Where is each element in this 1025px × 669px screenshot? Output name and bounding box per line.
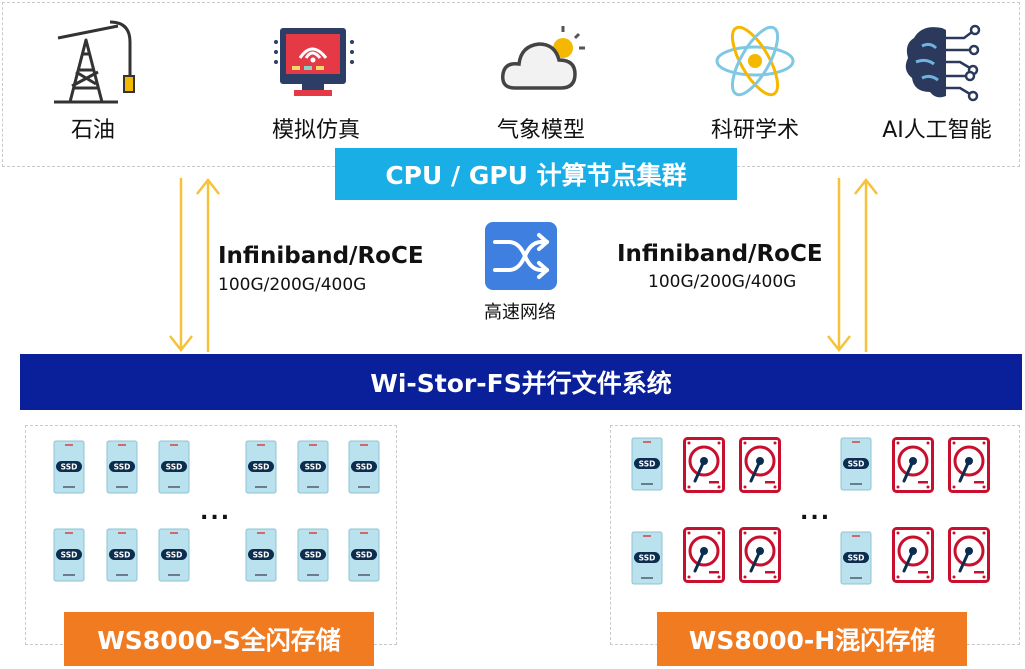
svg-text:SSD: SSD <box>253 551 270 560</box>
ai-brain-icon <box>905 24 981 102</box>
storage-left-ellipsis: ... <box>200 500 232 525</box>
hdd-drive-icon <box>892 437 934 493</box>
shuffle-switch-icon <box>485 222 557 290</box>
svg-text:SSD: SSD <box>114 551 131 560</box>
ssd-drive-icon: SSD <box>348 528 380 582</box>
atom-icon <box>715 25 795 97</box>
storage-left-label: WS8000-S全闪存储 <box>97 626 341 655</box>
svg-text:SSD: SSD <box>253 463 270 472</box>
svg-text:SSD: SSD <box>356 551 373 560</box>
ssd-drive-icon: SSD <box>106 440 138 494</box>
ssd-drive-icon: SSD <box>297 528 329 582</box>
hdd-drive-icon <box>739 527 781 583</box>
ssd-drive-icon: SSD <box>631 437 663 491</box>
storage-left-banner: WS8000-S全闪存储 <box>64 612 374 666</box>
network-left-speed: 100G/200G/400G <box>218 275 367 295</box>
high-speed-network-label: 高速网络 <box>484 302 556 323</box>
svg-text:SSD: SSD <box>166 551 183 560</box>
compute-cluster-banner: CPU / GPU 计算节点集群 <box>335 148 737 200</box>
storage-right-label: WS8000-H混闪存储 <box>688 626 936 655</box>
svg-text:SSD: SSD <box>356 463 373 472</box>
filesystem-label: Wi-Stor-FS并行文件系统 <box>370 369 672 398</box>
ssd-drive-icon: SSD <box>245 440 277 494</box>
hdd-drive-icon <box>739 437 781 493</box>
weather-cloud-icon <box>501 26 585 90</box>
hdd-drive-icon <box>683 437 725 493</box>
filesystem-bar: Wi-Stor-FS并行文件系统 <box>20 354 1022 410</box>
app-label-science: 科研学术 <box>710 118 799 143</box>
ssd-drive-icon: SSD <box>840 437 872 491</box>
network-right-title: Infiniband/RoCE <box>617 241 823 267</box>
simulation-monitor-icon <box>274 28 354 96</box>
svg-text:SSD: SSD <box>848 554 865 563</box>
app-label-ai: AI人工智能 <box>882 118 992 143</box>
storage-right-banner: WS8000-H混闪存储 <box>657 612 967 666</box>
hdd-drive-icon <box>948 437 990 493</box>
ssd-drive-icon: SSD <box>106 528 138 582</box>
app-label-simulation: 模拟仿真 <box>271 118 360 143</box>
svg-text:SSD: SSD <box>61 463 78 472</box>
svg-text:SSD: SSD <box>114 463 131 472</box>
ssd-drive-icon: SSD <box>297 440 329 494</box>
svg-text:SSD: SSD <box>166 463 183 472</box>
svg-text:SSD: SSD <box>639 554 656 563</box>
ssd-drive-icon: SSD <box>158 528 190 582</box>
ssd-drive-icon: SSD <box>245 528 277 582</box>
hdd-drive-icon <box>948 527 990 583</box>
ssd-drive-icon: SSD <box>53 440 85 494</box>
app-label-oil: 石油 <box>70 118 115 143</box>
ssd-drive-icon: SSD <box>53 528 85 582</box>
svg-text:SSD: SSD <box>61 551 78 560</box>
svg-text:SSD: SSD <box>305 551 322 560</box>
hdd-drive-icon <box>892 527 934 583</box>
network-left-title: Infiniband/RoCE <box>218 243 424 269</box>
network-right-speed: 100G/200G/400G <box>648 272 797 292</box>
hdd-drive-icon <box>683 527 725 583</box>
oil-pump-icon <box>54 20 135 104</box>
ssd-drive-icon: SSD <box>631 531 663 585</box>
ssd-drive-icon: SSD <box>840 531 872 585</box>
storage-right-ellipsis: ... <box>800 500 832 525</box>
svg-text:SSD: SSD <box>848 460 865 469</box>
ssd-drive-icon: SSD <box>158 440 190 494</box>
ssd-drive-icon: SSD <box>348 440 380 494</box>
compute-cluster-label: CPU / GPU 计算节点集群 <box>385 161 687 190</box>
app-label-weather: 气象模型 <box>496 118 585 143</box>
svg-text:SSD: SSD <box>639 460 656 469</box>
svg-text:SSD: SSD <box>305 463 322 472</box>
